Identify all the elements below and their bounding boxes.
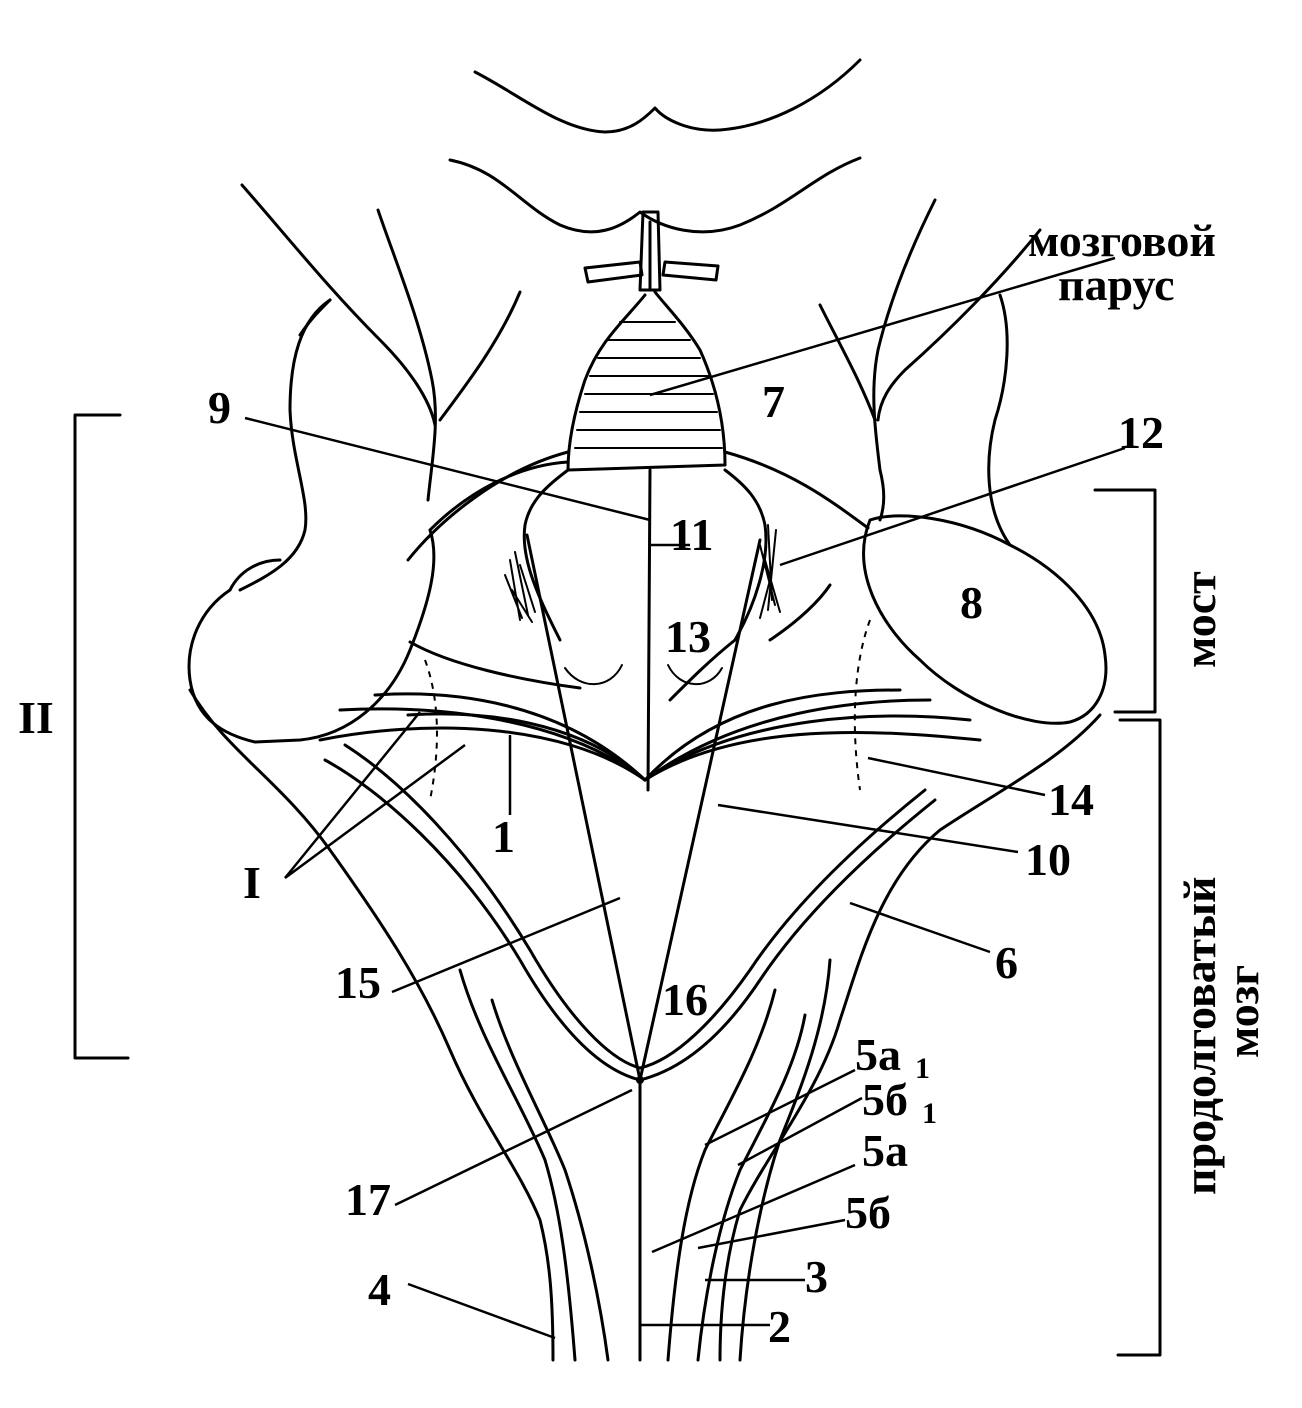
label-velum-line2: парус [1058,259,1174,310]
label-10: 10 [1025,834,1071,885]
dashed-contours [424,619,871,801]
label-5b: 5б [845,1187,891,1238]
leader-lines [244,256,1126,1340]
bracket-II [73,413,130,1060]
label-13: 13 [665,611,711,662]
right-peduncle-lines [818,198,1042,522]
striae-medullares [318,688,982,782]
label-6: 6 [995,937,1018,988]
superior-medullary-velum [566,210,727,472]
label-I: I [243,857,261,908]
label-17: 17 [345,1174,391,1225]
label-9: 9 [208,382,231,433]
rhomboid-fossa [406,450,870,1082]
label-bridge: мост [1174,571,1225,668]
label-velum-line1: мозговой [1028,215,1216,266]
midbrain-outline [448,58,862,234]
bracket-bridge [1093,488,1157,714]
label-5b1-subscript: 1 [922,1097,937,1130]
label-5a: 5а [862,1125,908,1176]
right-lateral-contour [862,293,1108,725]
labels: мозговой парус мост продолговатый мозг I… [18,215,1268,1352]
label-11: 11 [670,509,713,560]
medulla-oblongata [188,688,1102,1362]
label-1: 1 [492,811,515,862]
label-4: 4 [368,1264,391,1315]
locus-coeruleus [504,524,781,623]
label-2: 2 [768,1301,791,1352]
label-7: 7 [762,376,785,427]
label-5a1-subscript: 1 [915,1052,930,1085]
label-medulla-line1: продолговатый [1174,877,1225,1196]
label-16: 16 [662,974,708,1025]
label-5a1: 5а [855,1029,901,1080]
label-3: 3 [805,1251,828,1302]
label-8: 8 [960,577,983,628]
bracket-medulla [1116,718,1162,1357]
left-lateral-contour [187,298,436,744]
label-15: 15 [335,957,381,1008]
label-12: 12 [1118,407,1164,458]
label-5b1: 5б [862,1074,908,1125]
label-medulla-line2: мозг [1217,965,1268,1058]
label-14: 14 [1048,774,1094,825]
label-II: II [18,692,54,743]
